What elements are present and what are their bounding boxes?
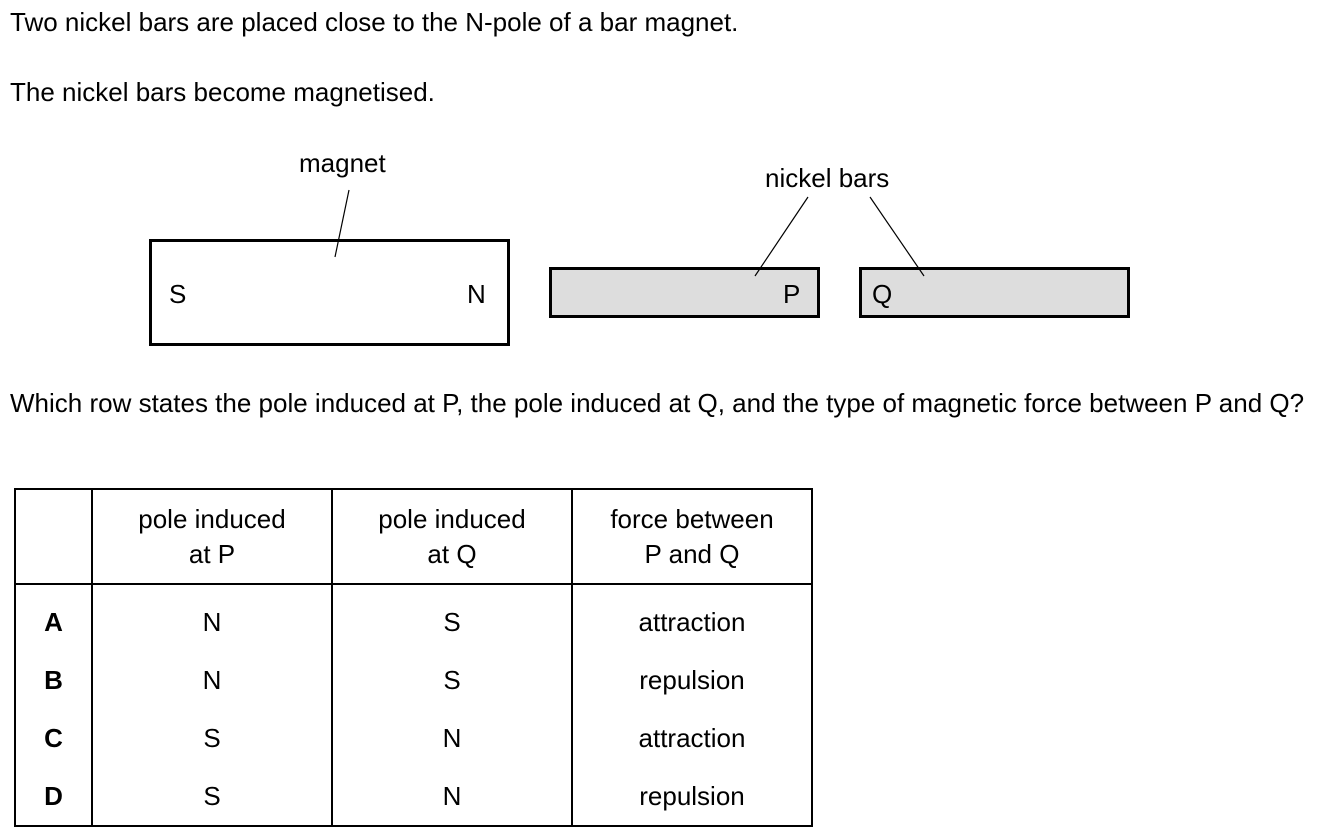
header-pole-q-line1: pole induced	[378, 503, 526, 534]
bar-q-leader-line	[869, 196, 925, 277]
header-blank	[14, 489, 93, 585]
row-pole-q: N	[331, 709, 573, 767]
row-force: repulsion	[571, 767, 813, 826]
row-force: attraction	[571, 584, 813, 651]
row-letter: C	[14, 709, 93, 767]
row-force: attraction	[571, 709, 813, 767]
table-row[interactable]: A N S attraction	[14, 584, 813, 651]
nickel-bar-q	[859, 267, 1130, 318]
header-force: force between P and Q	[571, 489, 813, 585]
row-pole-q: N	[331, 767, 573, 826]
intro-sentence-1: Two nickel bars are placed close to the …	[10, 7, 739, 37]
header-pole-q-line2: at Q	[427, 538, 477, 569]
bar-p-label: P	[783, 279, 800, 309]
row-letter: A	[14, 584, 93, 651]
table-row[interactable]: C S N attraction	[14, 709, 813, 767]
answer-table: pole induced at P pole induced at Q force …	[14, 488, 813, 827]
nickel-bars-label: nickel bars	[765, 163, 889, 193]
bar-p-leader-line	[754, 196, 809, 277]
header-pole-q: pole induced at Q	[331, 489, 573, 585]
magnet-leader-line	[334, 189, 350, 258]
magnet-diagram: S N magnet P Q nickel bars	[149, 148, 1130, 346]
header-pole-p-line1: pole induced	[138, 503, 286, 534]
row-force: repulsion	[571, 651, 813, 709]
header-force-line2: P and Q	[644, 538, 740, 569]
header-pole-p: pole induced at P	[91, 489, 333, 585]
row-letter: B	[14, 651, 93, 709]
magnet-n-pole-label: N	[467, 279, 486, 309]
row-letter: D	[14, 767, 93, 826]
nickel-bar-p	[549, 267, 820, 318]
question-text: Which row states the pole induced at P, …	[10, 388, 1305, 418]
header-pole-p-line2: at P	[188, 538, 236, 569]
row-pole-q: S	[331, 651, 573, 709]
table-header-row: pole induced at P pole induced at Q force …	[14, 489, 813, 585]
row-pole-q: S	[331, 584, 573, 651]
bar-q-label: Q	[872, 279, 892, 309]
row-pole-p: S	[91, 709, 333, 767]
header-force-line1: force between	[610, 503, 774, 534]
table-row[interactable]: D S N repulsion	[14, 767, 813, 826]
bar-magnet	[149, 239, 510, 346]
magnet-label: magnet	[299, 148, 386, 178]
row-pole-p: N	[91, 584, 333, 651]
intro-sentence-2: The nickel bars become magnetised.	[10, 77, 435, 107]
magnet-s-pole-label: S	[169, 279, 186, 309]
row-pole-p: S	[91, 767, 333, 826]
table-row[interactable]: B N S repulsion	[14, 651, 813, 709]
row-pole-p: N	[91, 651, 333, 709]
